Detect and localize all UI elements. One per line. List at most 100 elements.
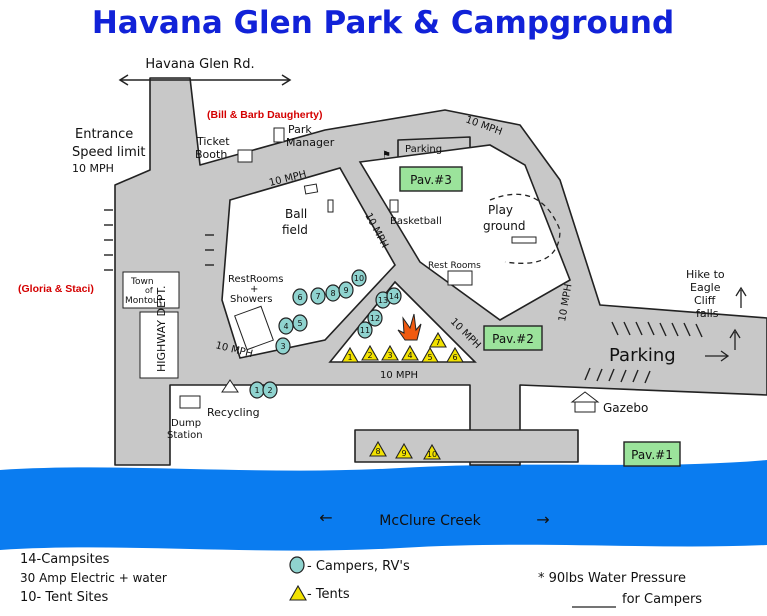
cliff-label: Cliff [694,294,716,307]
ballfield-area [221,167,396,359]
ticket-booth-icon [237,149,253,163]
legend-campsites: 14-Campsites [20,552,110,567]
park-label: Park [288,123,312,136]
entrance-mph-label: 10 MPH [72,162,114,175]
tent-site-marker [401,344,419,361]
camper-site-number: 6 [297,293,302,302]
restrooms-left-label: RestRooms [228,274,283,285]
tent-site-marker [421,346,439,363]
tent-site-marker [369,440,387,457]
camper-site-number: 5 [297,319,302,328]
tent-site-marker [446,346,464,363]
tent-site-number: 1 [347,353,352,362]
glen-road-label: Havana Glen Rd. [145,57,254,72]
pavilion-2 [483,325,543,351]
ground-label: ground [483,219,525,233]
camper-site-marker [292,314,308,332]
speed-limit-label: Speed limit [72,145,145,160]
camper-site-marker [292,288,308,306]
manager-house-icon [273,127,285,143]
recycling-icon [221,379,239,393]
hike-up-arrow-icon [735,286,747,308]
creek-right-arrow: → [536,510,549,529]
main-parking-label: Parking [609,345,676,366]
camper-site-marker [386,287,402,305]
manager-names: (Bill & Barb Daugherty) [207,109,323,121]
camper-site-number: 10 [354,274,364,283]
tent-site-number: 2 [367,351,372,360]
town-label: Town [130,277,154,287]
tent-site-marker [395,442,413,459]
falls-label: falls [696,307,719,320]
camper-site-number: 4 [283,322,288,331]
bench-icon [327,199,334,213]
campfire-icon [397,313,422,341]
camper-site-number: 9 [343,286,348,295]
camper-site-marker [338,281,354,299]
camper-site-number: 2 [267,386,272,395]
camper-site-number: 7 [315,292,320,301]
pavilion-3 [399,166,463,192]
ticket-label: Ticket [196,135,230,148]
parking-hatch [104,209,703,384]
tent-site-number: 10 [427,450,437,459]
legend-electric: 30 Amp Electric + water [20,571,167,585]
creek-water [0,460,767,551]
tent-site-number: 6 [452,353,457,362]
camper-site-number: 14 [389,292,399,301]
camper-site-number: 12 [370,314,380,323]
recycling-label: Recycling [207,406,260,419]
hike-label: Hike to [686,268,725,281]
restrooms-plus: + [250,284,258,295]
play-label: Play [488,203,513,217]
staff-names: (Gloria & Staci) [18,283,94,295]
dump-label: Dump [171,418,201,429]
legend-camper-icon [289,556,305,574]
tent-site-marker [341,346,359,363]
shower-house-icon [234,305,274,351]
camper-site-marker [351,269,367,287]
restroom-right-icon [447,270,473,286]
ball-label: Ball [285,207,307,221]
field-label: field [282,223,308,237]
tent-site-marker [381,344,399,361]
camper-site-marker [262,381,278,399]
tent-site-number: 7 [435,338,440,347]
dump-station-icon [179,395,201,409]
montour-label: Montour [125,296,163,306]
tent-site-number: 8 [375,447,380,456]
manager-label: Manager [286,136,335,149]
showers-label: Showers [230,294,272,305]
backstop-icon [303,183,319,195]
camper-site-number: 8 [330,289,335,298]
station-label: Station [167,430,203,441]
playground-boundary [489,193,561,264]
camper-site-number: 11 [360,326,370,335]
pavilion-2-label: Pav.#2 [492,332,534,346]
pavilion-3-label: Pav.#3 [410,173,452,187]
basketball-label: Basketball [390,216,442,227]
camper-site-marker [275,337,291,355]
pavilion-1-label: Pav.#1 [631,448,673,462]
legend-tents: - Tents [307,587,350,602]
tent-site-number: 5 [427,353,432,362]
gazebo-base-icon [574,401,596,413]
creek-left-arrow: ← [319,508,332,527]
camper-site-number: 13 [378,296,388,305]
top-parking-label: Parking [405,144,442,155]
town-building [122,271,180,309]
legend-campers: - Campers, RV's [307,559,410,574]
gazebo-roof-icon [570,391,600,403]
camper-site-number: 1 [254,386,259,395]
camper-site-marker [310,287,326,305]
legend-tent-sites: 10- Tent Sites [20,590,109,605]
entrance-label: Entrance [75,127,133,142]
flag-icon: ⚑ [382,150,391,161]
basketball-hoop-icon [389,199,399,213]
legend-pressure: * 90lbs Water Pressure [538,571,686,586]
of-label: of [145,286,153,295]
highway-dept-building [139,311,179,379]
